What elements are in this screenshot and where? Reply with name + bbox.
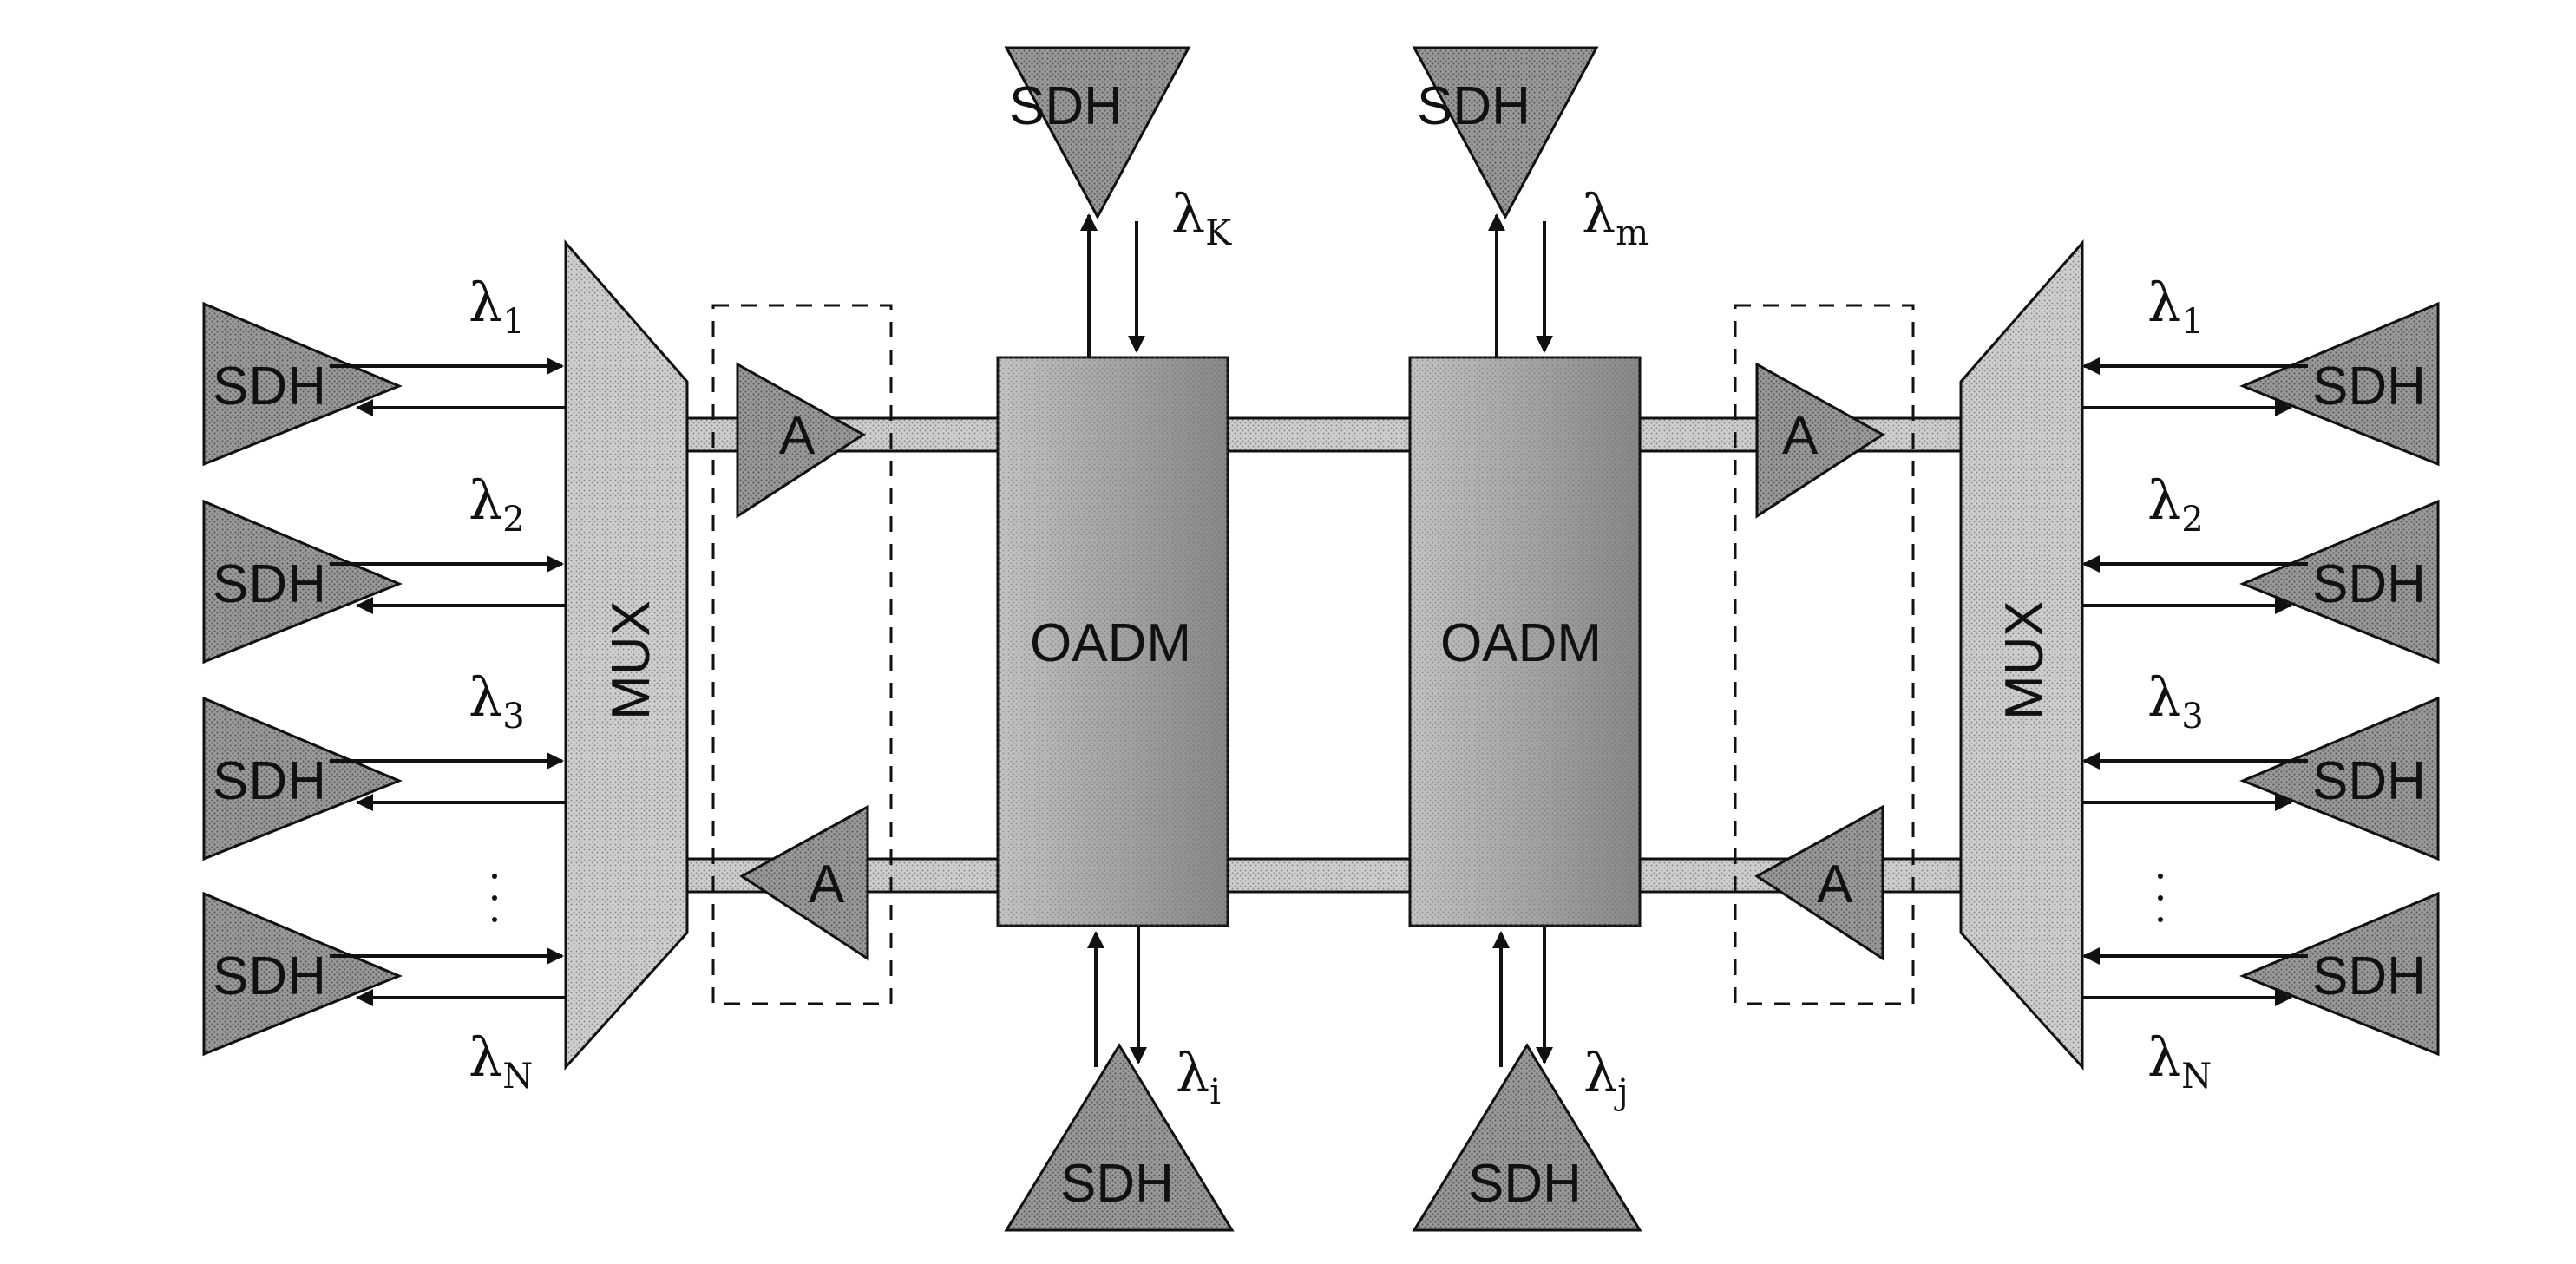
sdh-terminal-oadm2-bottom: SDH (1412, 1043, 1642, 1232)
amplifier-group-right (1734, 304, 1915, 1005)
oadm-label: OADM (1030, 613, 1191, 673)
amplifier-label: A (1817, 855, 1853, 914)
left-ellipsis (492, 874, 497, 922)
sdh-terminal-oadm1-top: SDH (1004, 46, 1191, 220)
terminal-label: SDH (213, 751, 326, 811)
oadm-2: OADM (1408, 356, 1642, 927)
terminal-label: SDH (1060, 1154, 1174, 1214)
svg-text:λj: λj (1583, 1041, 1629, 1112)
right-ellipsis (2158, 874, 2163, 922)
amplifier-label: A (779, 406, 816, 466)
oadm2-top-wavelength: λm (1582, 182, 1649, 253)
amplifier-group-left (711, 304, 893, 1005)
sdh-terminal-oadm1-bottom: SDH (1004, 1043, 1235, 1232)
mux-right: MUX (1959, 239, 2084, 1071)
sdh-terminal-left-1: SDH (202, 301, 403, 467)
oadm2-bottom-wavelength: λj (1583, 1041, 1629, 1112)
terminal-label: SDH (1009, 76, 1123, 136)
terminal-label: SDH (2312, 751, 2426, 811)
sdh-terminal-right-2: SDH (2239, 499, 2440, 665)
terminal-label: SDH (213, 946, 326, 1006)
amplifier-right-bottom: A (1754, 804, 1884, 961)
oadm-label: OADM (1440, 613, 1602, 673)
terminal-label: SDH (2312, 554, 2426, 614)
sdh-terminal-right-1: SDH (2239, 301, 2440, 467)
oadm1-top-wavelength: λK (1171, 182, 1232, 253)
amplifier-label: A (1782, 406, 1819, 466)
svg-text:λm: λm (1582, 182, 1649, 253)
sdh-terminal-left-4: SDH (202, 891, 403, 1057)
amplifier-label: A (809, 855, 845, 914)
fiber-bottom-mid (1226, 857, 1412, 894)
terminal-label: SDH (213, 357, 326, 416)
sdh-terminal-right-4: SDH (2239, 891, 2440, 1057)
svg-text:λK: λK (1171, 182, 1232, 253)
terminal-label: SDH (1468, 1154, 1582, 1214)
wavelength-label-right-2: λ2 (2147, 468, 2204, 540)
wavelength-label-right-3: λ3 (2147, 665, 2204, 737)
mux-label: MUX (1995, 600, 2055, 720)
amplifier-right-top: A (1755, 362, 1885, 519)
wavelength-label-left-4: λN (469, 1025, 533, 1097)
wavelength-label-left-1: λ1 (469, 271, 525, 342)
oadm-1: OADM (996, 356, 1229, 927)
mux-label: MUX (601, 600, 661, 720)
terminal-label: SDH (1417, 76, 1531, 136)
mux-left: MUX (564, 239, 689, 1071)
terminal-label: SDH (2312, 946, 2426, 1006)
wavelength-label-right-1: λ1 (2147, 271, 2204, 342)
wavelength-label-left-3: λ3 (469, 665, 525, 737)
wavelength-label-left-2: λ2 (469, 468, 525, 540)
oadm1-bottom-wavelength: λi (1176, 1041, 1221, 1112)
amplifier-left-bottom: A (739, 804, 869, 961)
sdh-terminal-left-3: SDH (202, 696, 403, 861)
sdh-terminal-right-3: SDH (2239, 696, 2440, 861)
wavelength-label-right-4: λN (2147, 1025, 2212, 1097)
terminal-label: SDH (213, 554, 326, 614)
sdh-terminal-left-2: SDH (202, 499, 403, 665)
fiber-top-mid (1226, 416, 1412, 453)
terminal-label: SDH (2312, 357, 2426, 416)
sdh-terminal-oadm2-top: SDH (1412, 46, 1599, 220)
amplifier-left-top: A (736, 362, 866, 519)
svg-text:λi: λi (1176, 1041, 1221, 1112)
